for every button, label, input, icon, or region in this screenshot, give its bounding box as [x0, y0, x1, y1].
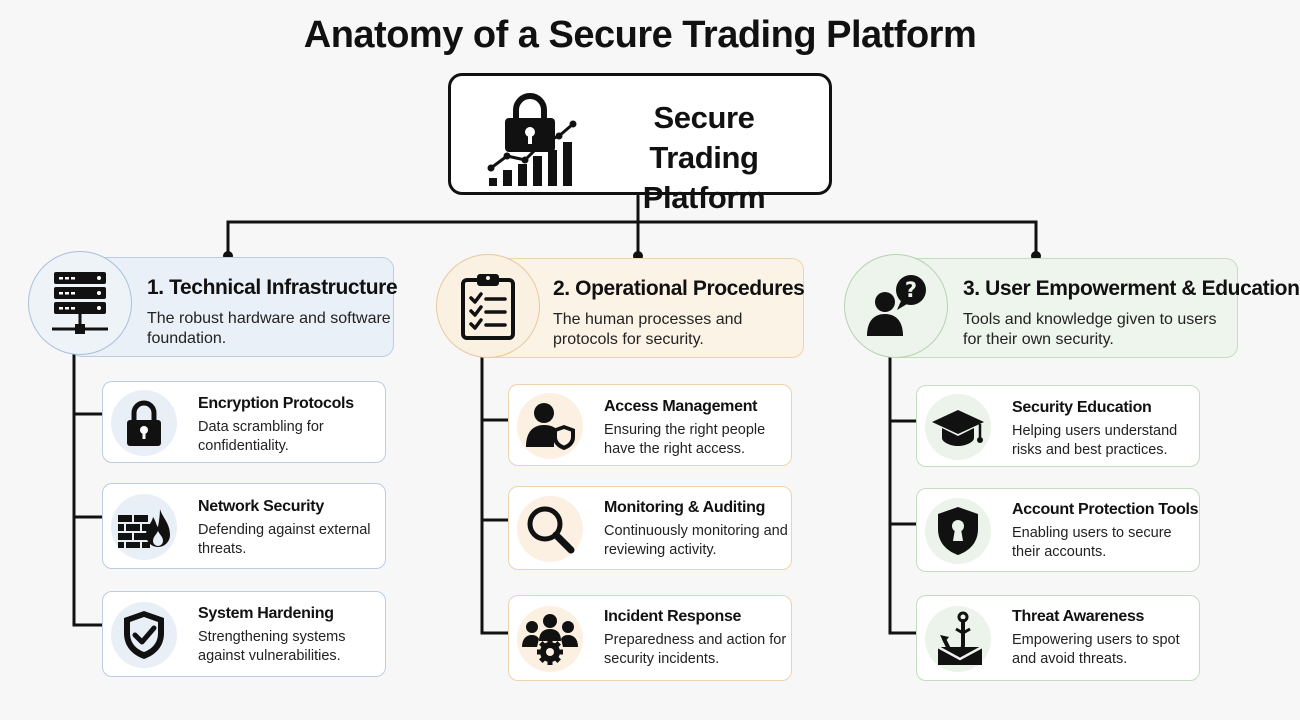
shield-check-icon	[111, 602, 177, 668]
diagram-title: Anatomy of a Secure Trading Platform	[303, 14, 977, 56]
category-title: 2. Operational Procedures	[553, 277, 805, 300]
item-monitoring-auditing: Monitoring & Auditing Continuously monit…	[508, 486, 792, 570]
root-node: Secure Trading Platform	[448, 73, 832, 215]
user-shield-icon	[517, 393, 583, 459]
phishing-hook-icon	[925, 606, 991, 672]
category-title: 1. Technical Infrastructure	[147, 276, 398, 299]
item-title: Monitoring & Auditing	[604, 499, 766, 516]
category-description: Tools and knowledge given to users for t…	[963, 311, 1217, 348]
category-technical-infrastructure: 1. Technical Infrastructure The robust h…	[70, 257, 398, 357]
graduation-cap-icon	[925, 394, 991, 460]
svg-text:?: ?	[905, 278, 917, 302]
server-network-icon	[28, 251, 132, 355]
item-title: Network Security	[198, 498, 324, 515]
item-description: Defending against external threats.	[198, 522, 371, 557]
item-account-protection-tools: Account Protection Tools Enabling users …	[916, 488, 1200, 572]
item-title: Security Education	[1012, 399, 1152, 416]
spine-blue	[72, 338, 104, 627]
padlock-icon	[111, 390, 177, 456]
item-description: Enabling users to secure their accounts.	[1012, 525, 1172, 560]
item-description: Strengthening systems against vulnerabil…	[198, 629, 346, 664]
item-title: Encryption Protocols	[198, 395, 354, 412]
item-security-education: Security Education Helping users underst…	[916, 385, 1200, 467]
item-incident-response: Incident Response Preparedness and actio…	[508, 595, 792, 681]
item-title: Incident Response	[604, 608, 742, 625]
item-title: Access Management	[604, 398, 758, 415]
branch-bar	[226, 220, 1038, 258]
category-description: The human processes and protocols for se…	[553, 311, 743, 348]
item-description: Ensuring the right people have the right…	[604, 422, 766, 457]
item-description: Data scrambling for confidentiality.	[198, 419, 324, 454]
item-description: Helping users understand risks and best …	[1012, 423, 1178, 458]
magnifier-icon	[517, 496, 583, 562]
item-description: Preparedness and action for security inc…	[604, 632, 787, 667]
spine-orange	[480, 344, 510, 635]
item-title: System Hardening	[198, 605, 334, 622]
item-description: Empowering users to spot and avoid threa…	[1012, 632, 1180, 667]
item-encryption-protocols: Encryption Protocols Data scrambling for…	[102, 381, 386, 463]
category-description: The robust hardware and software foundat…	[147, 310, 391, 347]
lock-chart-icon	[481, 88, 581, 188]
firewall-icon	[111, 494, 177, 560]
category-title: 3. User Empowerment & Education	[963, 277, 1300, 300]
shield-keyhole-icon	[925, 498, 991, 564]
item-title: Account Protection Tools	[1012, 501, 1199, 518]
team-gear-icon	[517, 606, 583, 672]
user-question-icon: ?	[844, 254, 948, 358]
item-system-hardening: System Hardening Strengthening systems a…	[102, 591, 386, 677]
item-description: Continuously monitoring and reviewing ac…	[604, 523, 788, 558]
root-label: Secure Trading Platform	[642, 100, 766, 215]
item-title: Threat Awareness	[1012, 608, 1145, 625]
spine-green	[888, 344, 918, 635]
item-network-security: Network Security Defending against exter…	[102, 483, 386, 569]
item-threat-awareness: Threat Awareness Empowering users to spo…	[916, 595, 1200, 681]
item-access-management: Access Management Ensuring the right peo…	[508, 384, 792, 466]
clipboard-checklist-icon	[436, 254, 540, 358]
